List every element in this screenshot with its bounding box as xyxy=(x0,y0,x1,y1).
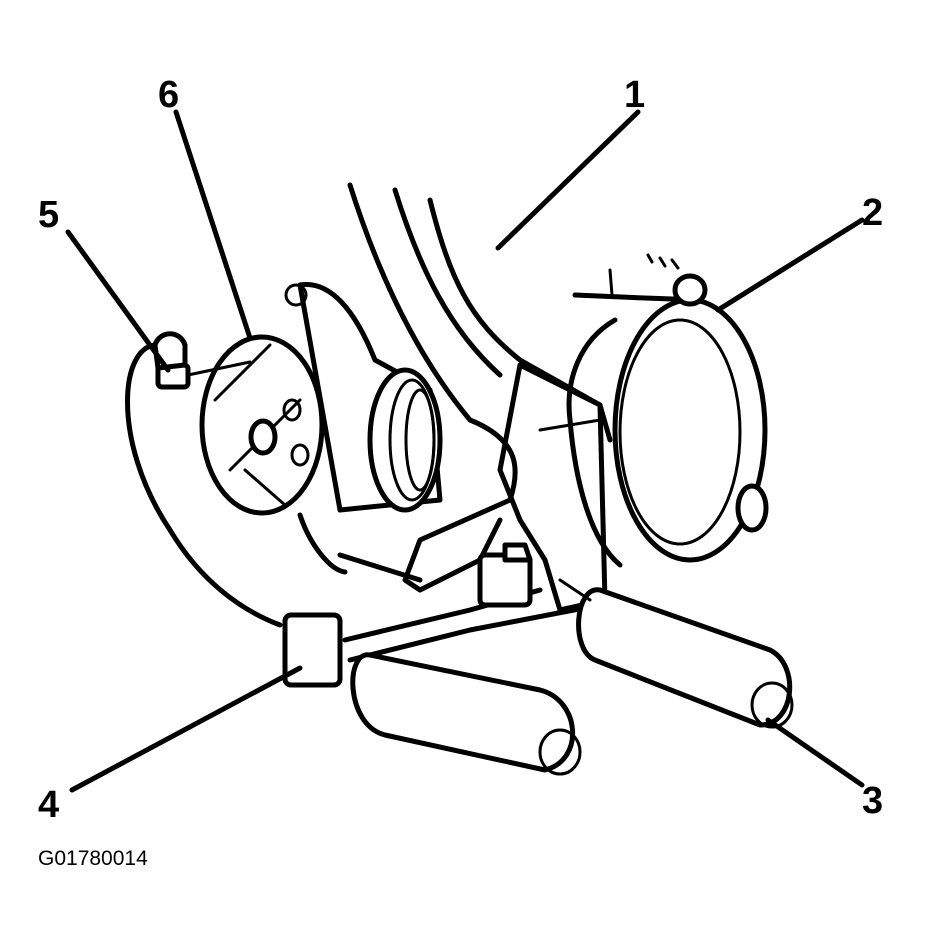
leader-line-4 xyxy=(69,665,303,793)
leader-lines xyxy=(65,109,865,793)
leader-line-5 xyxy=(65,229,171,373)
figure-id: G01780014 xyxy=(38,847,148,870)
callout-6: 6 xyxy=(158,74,180,116)
leader-line-1 xyxy=(495,109,641,251)
callout-5: 5 xyxy=(38,194,60,236)
callout-2: 2 xyxy=(862,192,884,234)
compressor-rear-housing xyxy=(566,253,769,568)
compressor-body xyxy=(284,281,443,575)
leader-line-3 xyxy=(765,717,865,788)
leader-line-6 xyxy=(173,109,253,341)
mounting-bracket xyxy=(347,182,613,613)
callout-4: 4 xyxy=(38,784,60,826)
callout-1: 1 xyxy=(624,74,646,116)
clutch-front-plate xyxy=(199,334,325,516)
refrigerant-lines xyxy=(282,542,794,776)
callout-3: 3 xyxy=(862,780,884,822)
leader-line-2 xyxy=(715,217,865,313)
